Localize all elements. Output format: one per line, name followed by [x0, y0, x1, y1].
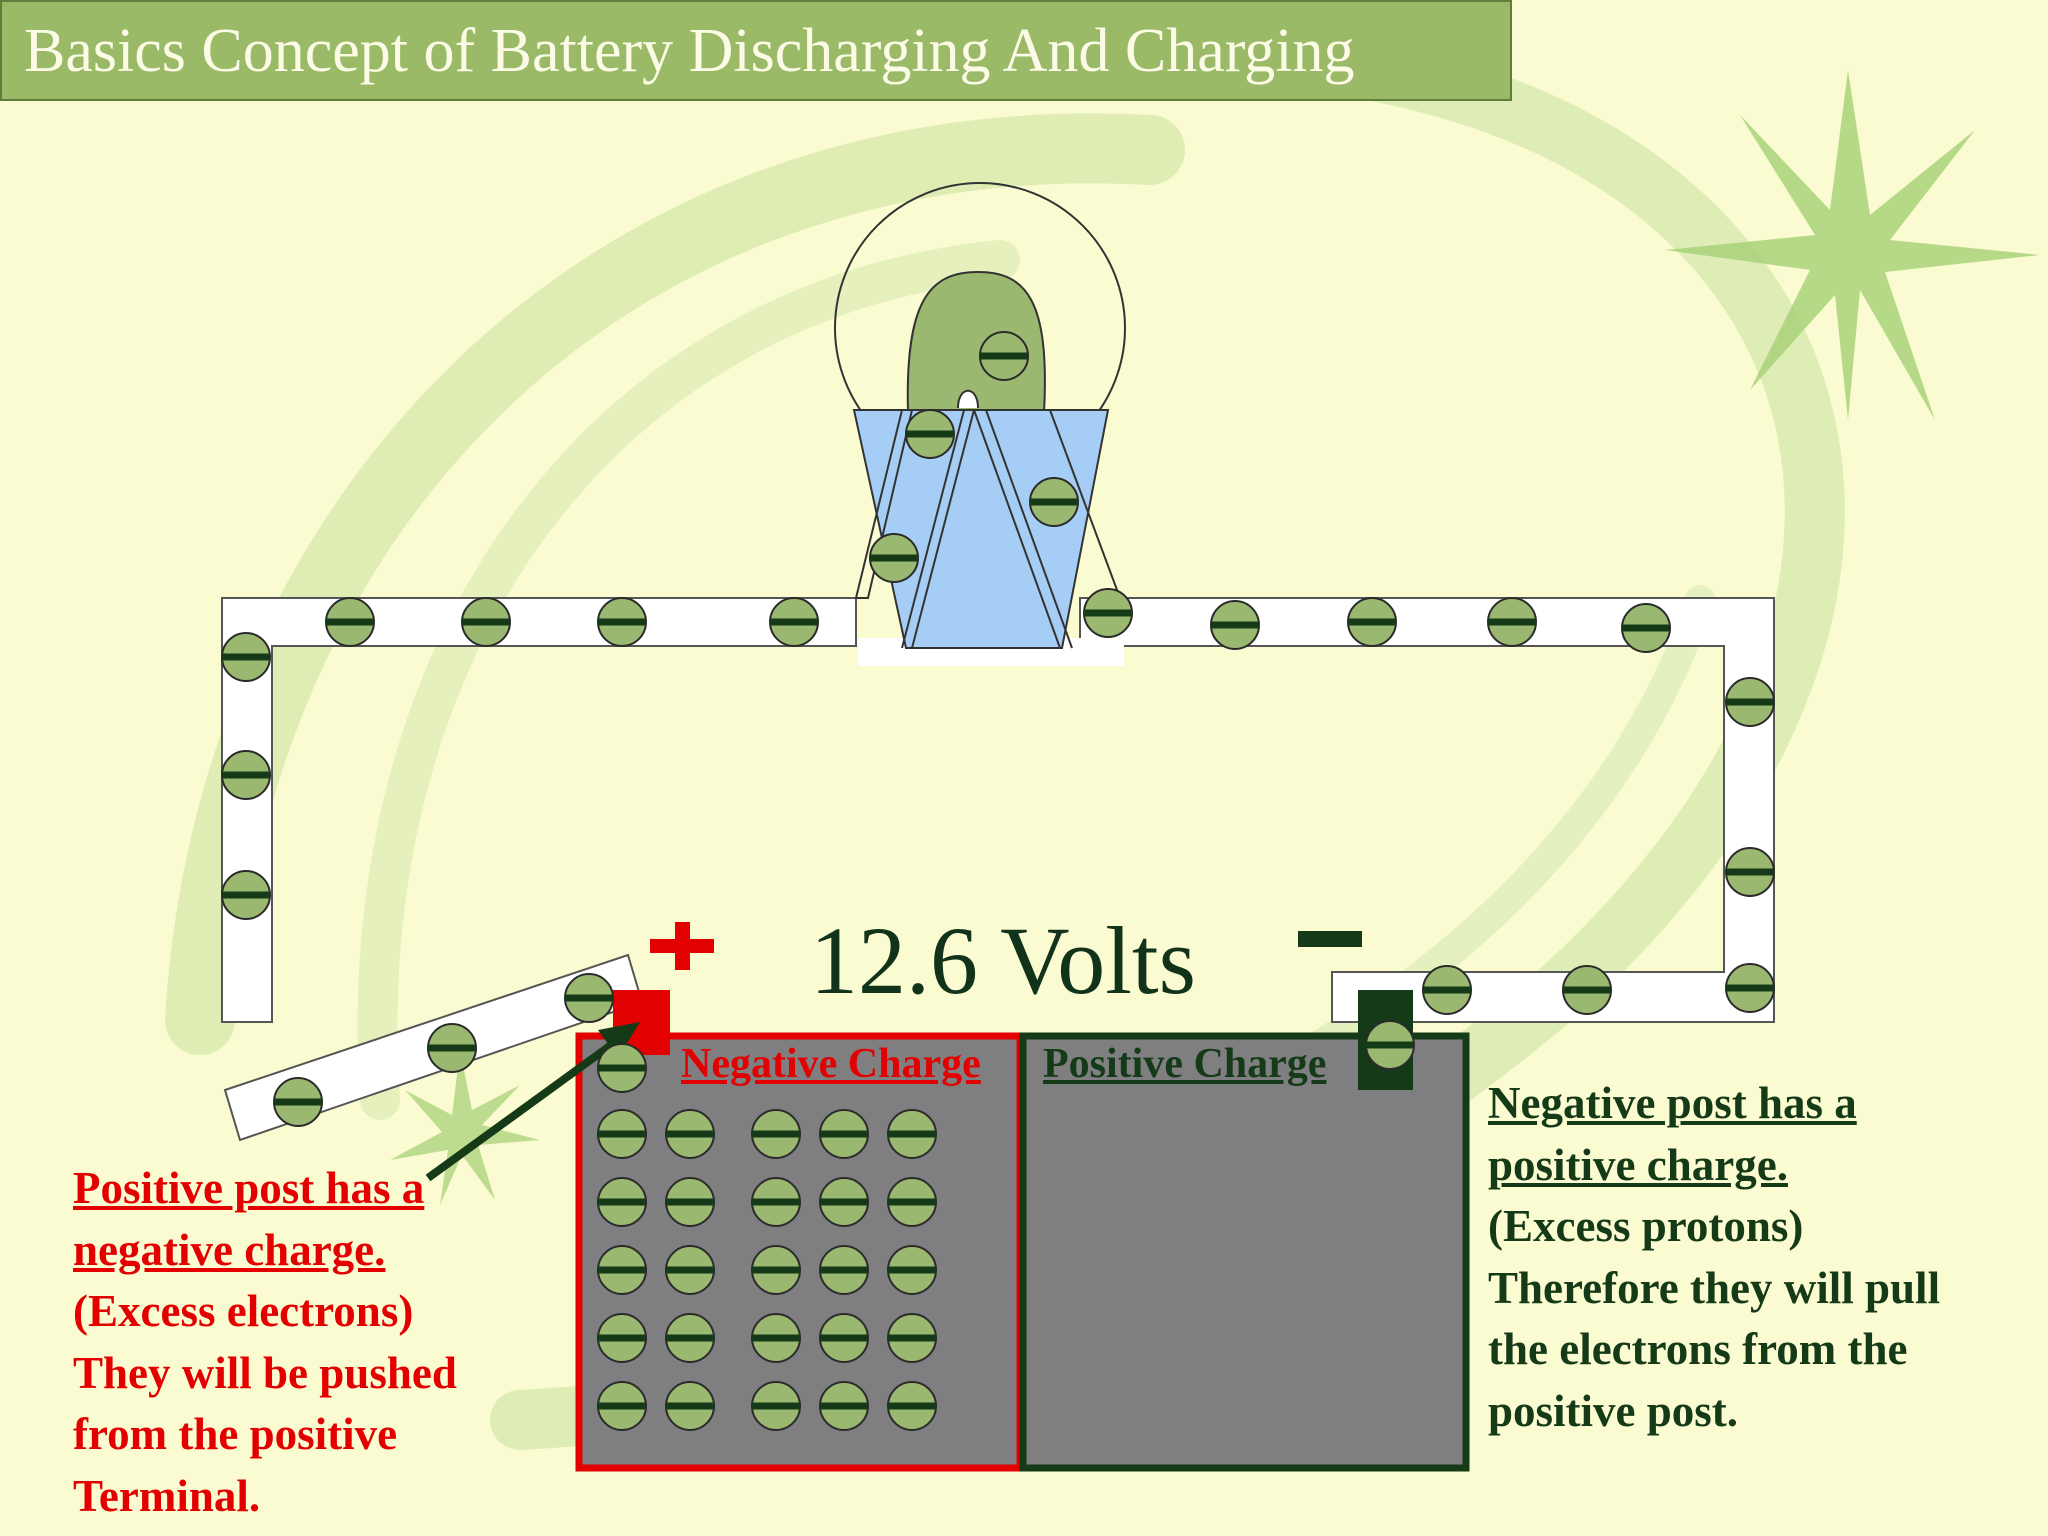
battery-cell-negative	[575, 1032, 1024, 1472]
electron-minus-icon	[1726, 984, 1774, 992]
note-line: Terminal.	[73, 1470, 261, 1521]
electron-minus-icon	[980, 352, 1028, 360]
star-burst-small-decoration	[390, 1050, 540, 1205]
electron-minus-icon	[598, 1402, 646, 1410]
electron-minus-icon	[598, 1130, 646, 1138]
electron-minus-icon	[565, 994, 613, 1002]
star-burst-decoration	[1665, 70, 2040, 420]
electron-minus-icon	[752, 1266, 800, 1274]
electron-minus-icon	[752, 1402, 800, 1410]
electron-minus-icon	[888, 1266, 936, 1274]
electron-minus-icon	[1030, 498, 1078, 506]
electron-minus-icon	[752, 1334, 800, 1342]
electron-minus-icon	[820, 1266, 868, 1274]
electron-minus-icon	[666, 1130, 714, 1138]
voltage-label: 12.6 Volts	[810, 907, 1196, 1014]
electron-minus-icon	[1348, 618, 1396, 626]
electron-minus-icon	[870, 554, 918, 562]
note-line: Positive post has a	[73, 1163, 425, 1213]
positive-post-note: Positive post has a negative charge. (Ex…	[73, 1158, 457, 1527]
bulb-socket	[852, 409, 1110, 649]
positive-charge-label: Positive Charge	[1043, 1041, 1327, 1087]
battery-cell-positive	[1019, 1032, 1470, 1472]
electron-minus-icon	[598, 1334, 646, 1342]
electron-minus-icon	[462, 618, 510, 626]
electron-minus-icon	[820, 1198, 868, 1206]
arrow-to-positive-post	[425, 1022, 640, 1182]
electron-minus-icon	[1211, 621, 1259, 629]
note-line: negative charge.	[73, 1224, 386, 1275]
electron-minus-icon	[326, 618, 374, 626]
electron-minus-icon	[222, 771, 270, 779]
note-line: from the positive	[73, 1409, 398, 1459]
electron-minus-icon	[1084, 609, 1132, 617]
electron-minus-icon	[888, 1130, 936, 1138]
electron-minus-icon	[1366, 1041, 1414, 1049]
bulb-filament-notch	[957, 389, 979, 409]
electron-minus-icon	[274, 1098, 322, 1106]
electron-minus-icon	[598, 1198, 646, 1206]
electron-minus-icon	[428, 1044, 476, 1052]
electron-minus-icon	[820, 1402, 868, 1410]
electron-minus-icon	[906, 430, 954, 438]
electron-minus-icon	[598, 1064, 646, 1072]
electron-minus-icon	[666, 1266, 714, 1274]
note-line: (Excess electrons)	[73, 1286, 414, 1336]
electron-minus-icon	[888, 1334, 936, 1342]
slide-title: Basics Concept of Battery Discharging An…	[24, 17, 1355, 85]
electron-minus-icon	[666, 1402, 714, 1410]
plus-sign-icon	[650, 922, 714, 970]
note-line: positive charge.	[1488, 1139, 1788, 1190]
electron-minus-icon	[1563, 986, 1611, 994]
electron-minus-icon	[1488, 618, 1536, 626]
electron-minus-icon	[598, 1266, 646, 1274]
electron-minus-icon	[1726, 698, 1774, 706]
electron-minus-icon	[888, 1198, 936, 1206]
note-line: Therefore they will pull	[1488, 1262, 1941, 1313]
electron-minus-icon	[820, 1130, 868, 1138]
title-bar: Basics Concept of Battery Discharging An…	[0, 0, 1512, 101]
electron-minus-icon	[752, 1130, 800, 1138]
electron-minus-icon	[222, 653, 270, 661]
electron-minus-icon	[598, 618, 646, 626]
negative-charge-label: Negative Charge	[681, 1041, 981, 1087]
note-line: Negative post has a	[1488, 1078, 1857, 1128]
minus-sign-icon	[1298, 931, 1362, 947]
note-line: the electrons from the	[1488, 1324, 1908, 1374]
electron-minus-icon	[770, 618, 818, 626]
negative-post-note: Negative post has a positive charge. (Ex…	[1488, 1073, 1940, 1442]
electron-minus-icon	[820, 1334, 868, 1342]
note-line: positive post.	[1488, 1385, 1739, 1436]
electron-minus-icon	[1423, 986, 1471, 994]
note-line: They will be pushed	[73, 1347, 457, 1398]
electron-minus-icon	[752, 1198, 800, 1206]
electron-minus-icon	[222, 891, 270, 899]
note-line: (Excess protons)	[1488, 1201, 1804, 1251]
electron-minus-icon	[888, 1402, 936, 1410]
wire-right	[1079, 597, 1775, 1023]
electrons	[221, 331, 1775, 1431]
electron-minus-icon	[666, 1334, 714, 1342]
electron-minus-icon	[666, 1198, 714, 1206]
battery	[575, 922, 1470, 1472]
electron-minus-icon	[1622, 624, 1670, 632]
electron-minus-icon	[1726, 868, 1774, 876]
